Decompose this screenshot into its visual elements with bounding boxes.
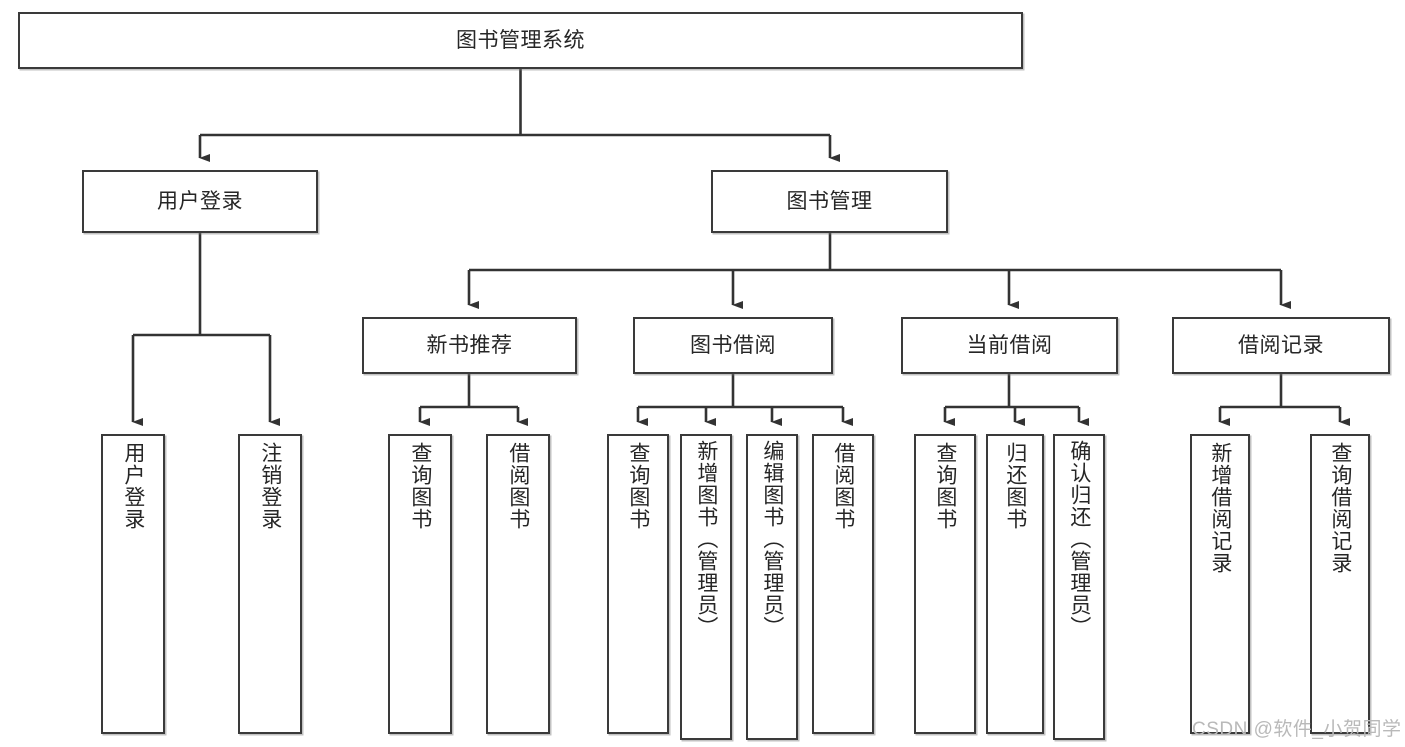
node-new-book-rec[interactable]: 新书推荐 [362, 317, 577, 374]
node-leaf-user-login-label: 用户登录 [121, 442, 145, 530]
node-new-book-rec-label: 新书推荐 [426, 333, 513, 357]
node-leaf-add-record[interactable]: 新增借阅记录 [1190, 434, 1250, 734]
node-leaf-query-book-borrow-label: 查询图书 [626, 442, 650, 530]
node-leaf-query-book-borrow[interactable]: 查询图书 [607, 434, 669, 734]
node-borrow-record[interactable]: 借阅记录 [1172, 317, 1390, 374]
node-leaf-return-book-label: 归还图书 [1003, 442, 1027, 530]
node-leaf-add-record-label: 新增借阅记录 [1208, 442, 1232, 574]
node-leaf-return-book[interactable]: 归还图书 [986, 434, 1044, 734]
node-leaf-edit-book[interactable]: 编辑图书（管理员） [746, 434, 798, 740]
node-leaf-edit-book-label: 编辑图书（管理员） [760, 440, 784, 638]
node-user-login-label: 用户登录 [157, 189, 243, 213]
node-leaf-query-record[interactable]: 查询借阅记录 [1310, 434, 1370, 734]
node-leaf-add-book[interactable]: 新增图书（管理员） [680, 434, 732, 740]
node-leaf-borrow-book-rec[interactable]: 借阅图书 [486, 434, 550, 734]
node-leaf-query-book-rec[interactable]: 查询图书 [388, 434, 452, 734]
node-leaf-query-book-rec-label: 查询图书 [408, 442, 432, 530]
node-root[interactable]: 图书管理系统 [18, 12, 1023, 69]
node-book-manage-label: 图书管理 [786, 189, 873, 213]
node-user-login[interactable]: 用户登录 [82, 170, 318, 233]
node-leaf-add-book-label: 新增图书（管理员） [694, 440, 718, 638]
node-leaf-query-record-label: 查询借阅记录 [1328, 442, 1352, 574]
node-leaf-query-book-cur-label: 查询图书 [933, 442, 957, 530]
node-current-borrow-label: 当前借阅 [966, 333, 1053, 357]
node-book-borrow-label: 图书借阅 [690, 333, 776, 357]
node-book-manage[interactable]: 图书管理 [711, 170, 948, 233]
node-leaf-query-book-cur[interactable]: 查询图书 [914, 434, 976, 734]
node-leaf-user-login[interactable]: 用户登录 [101, 434, 165, 734]
node-leaf-borrow-book-rec-label: 借阅图书 [506, 442, 530, 530]
node-borrow-record-label: 借阅记录 [1238, 333, 1324, 357]
node-leaf-confirm-return-label: 确认归还（管理员） [1067, 440, 1091, 638]
node-book-borrow[interactable]: 图书借阅 [633, 317, 833, 374]
node-current-borrow[interactable]: 当前借阅 [901, 317, 1118, 374]
node-leaf-logout[interactable]: 注销登录 [238, 434, 302, 734]
node-leaf-borrow-book[interactable]: 借阅图书 [812, 434, 874, 734]
node-leaf-logout-label: 注销登录 [258, 442, 282, 530]
node-leaf-confirm-return[interactable]: 确认归还（管理员） [1053, 434, 1105, 740]
node-root-label: 图书管理系统 [456, 28, 585, 52]
node-leaf-borrow-book-label: 借阅图书 [831, 442, 855, 530]
